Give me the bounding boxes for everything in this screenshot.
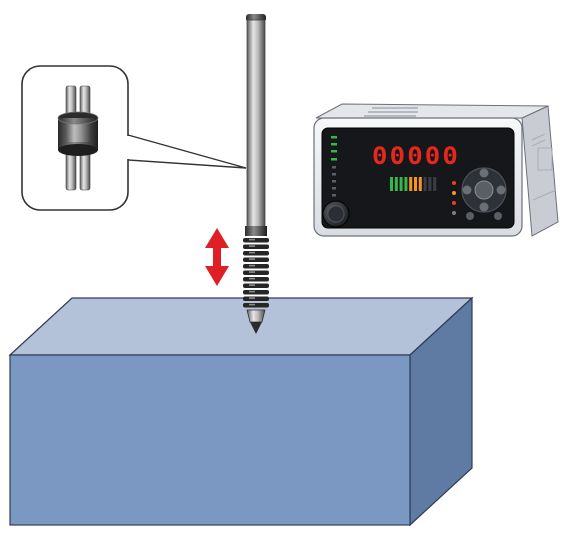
bar-segment [428, 177, 432, 191]
pad-center-button[interactable] [474, 180, 494, 200]
controller-icon: 00000 [313, 103, 559, 237]
bellows-highlight [249, 290, 255, 293]
workpiece-top-face [8, 297, 474, 356]
bellows-ring [243, 257, 269, 262]
workpiece-block [8, 296, 474, 527]
bar-segment [423, 177, 427, 191]
bellows-highlight [249, 238, 255, 241]
zoom-callout-icon [21, 65, 247, 211]
bar-segment [390, 177, 393, 191]
bellows-highlight [249, 303, 255, 306]
callout-pointer [127, 134, 247, 169]
bellows-ring [243, 290, 269, 295]
bar-segment [404, 177, 408, 191]
double-arrow-icon [205, 228, 229, 286]
bellows-ring [243, 264, 269, 269]
bellows-ring [243, 270, 269, 275]
pad-left-button[interactable] [462, 185, 472, 195]
bellows-highlight [249, 271, 255, 273]
probe-bellows [243, 238, 269, 308]
bellows-ring [243, 277, 269, 282]
bellows-ring [243, 296, 269, 301]
bar-graph [390, 177, 437, 191]
bellows-highlight [249, 245, 255, 247]
bellows-highlight [249, 297, 255, 299]
bar-segment [409, 177, 413, 191]
probe-icon [243, 14, 269, 334]
indicator-lamps [452, 181, 456, 215]
bellows-ring [243, 238, 269, 243]
display-readout: 00000 [372, 142, 460, 170]
workpiece-front-face [9, 354, 411, 526]
bellows-ring [243, 251, 269, 256]
bellows-ring [243, 244, 269, 249]
bellows-highlight [249, 251, 255, 254]
pad-down-button[interactable] [479, 202, 489, 212]
pad-right-button[interactable] [496, 185, 506, 195]
bellows-ring [243, 283, 269, 288]
coupling-detail [57, 85, 99, 191]
adjust-knob[interactable] [322, 200, 350, 228]
pad-lower-right-button[interactable] [494, 212, 502, 220]
bar-segment [414, 177, 417, 191]
bellows-highlight [249, 264, 255, 267]
pad-up-button[interactable] [479, 168, 489, 178]
pad-lower-left-button[interactable] [466, 212, 474, 220]
probe-rod [246, 19, 266, 231]
bar-segment [394, 177, 398, 191]
bar-segment [399, 177, 403, 191]
bellows-highlight [249, 258, 255, 260]
control-pad[interactable] [461, 167, 507, 220]
bar-segment [418, 177, 422, 191]
probe-tip [246, 309, 266, 323]
bellows-highlight [249, 277, 255, 280]
bar-segment [433, 177, 437, 191]
status-led-column [331, 136, 337, 197]
bellows-highlight [249, 284, 255, 286]
bellows-ring [243, 303, 269, 308]
